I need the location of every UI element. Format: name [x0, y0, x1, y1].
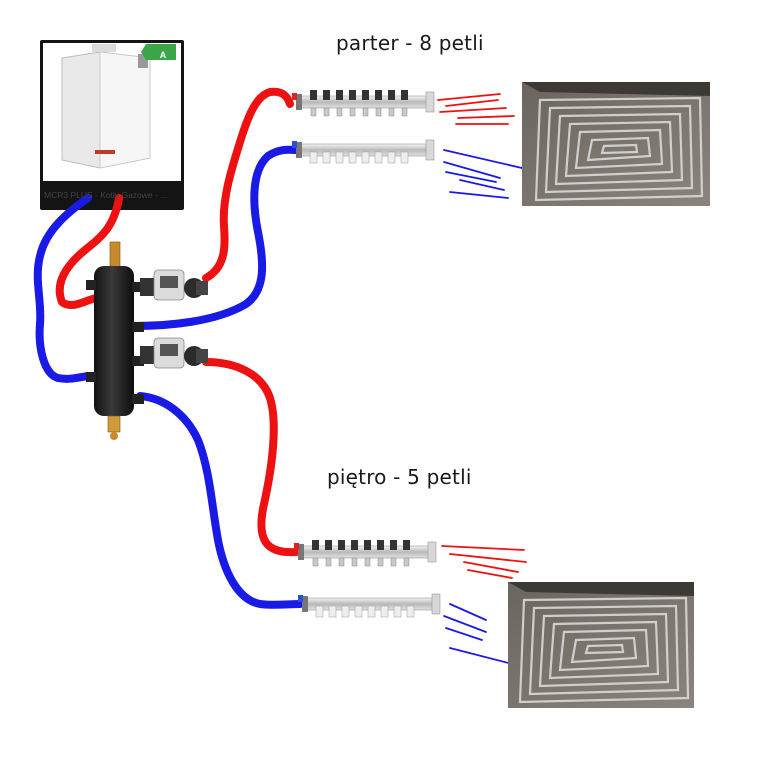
- manifold-ground-return: [291, 139, 435, 164]
- manifold-ground-supply: [291, 89, 435, 117]
- return-pipe-boiler: [33, 194, 92, 383]
- ground-floor-label: parter - 8 petli: [336, 31, 484, 55]
- upper-floor-label: piętro - 5 petli: [327, 465, 472, 489]
- supply-pipes: [55, 87, 300, 557]
- manifold-upper-return: [297, 593, 441, 618]
- boiler-caption: MCR3 PLUS - Kotły Gazowe - ...: [44, 190, 168, 200]
- supply-pipe-upper: [202, 358, 300, 557]
- supply-pipe-boiler: [55, 194, 123, 310]
- pump-upper: [140, 337, 208, 369]
- return-pipes: [33, 145, 304, 609]
- supply-pipe-ground: [202, 87, 294, 282]
- loop-lines-ground: [437, 93, 523, 199]
- pump-ground: [140, 269, 208, 301]
- return-pipe-upper: [136, 392, 304, 609]
- hydraulic-separator: [86, 241, 144, 440]
- underfloor-photo-upper: [508, 582, 694, 708]
- return-pipe-ground: [130, 145, 300, 330]
- energy-class-badge: A: [159, 50, 167, 60]
- manifold-upper-supply: [293, 539, 437, 567]
- boiler-image: [40, 40, 184, 210]
- underfloor-photo-ground: [522, 82, 710, 206]
